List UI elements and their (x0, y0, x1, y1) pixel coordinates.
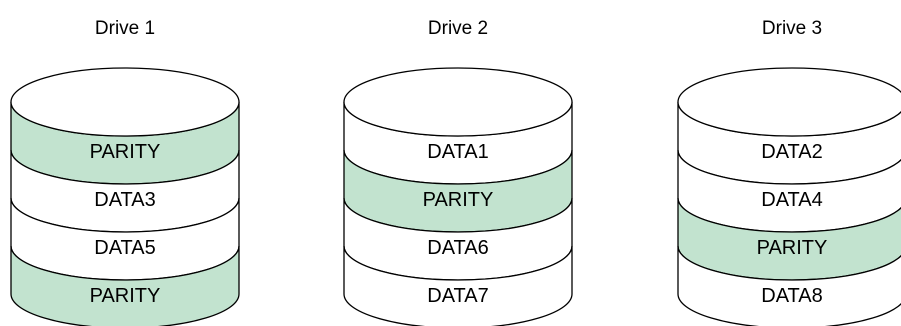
drive-title: Drive 2 (428, 18, 488, 39)
segment-label-parity: PARITY (90, 285, 161, 307)
segment-label-data8: DATA8 (761, 285, 823, 307)
segment-label-data1: DATA1 (427, 141, 489, 163)
segment-label-data6: DATA6 (427, 237, 489, 259)
segment-label-parity: PARITY (423, 189, 494, 211)
drive-top-cap (10, 67, 240, 137)
segment-label-parity: PARITY (90, 141, 161, 163)
segment-label-data4: DATA4 (761, 189, 823, 211)
drive-title: Drive 3 (762, 18, 822, 39)
segment-label-data3: DATA3 (94, 189, 156, 211)
drive-title: Drive 1 (95, 18, 155, 39)
drive-top-cap (343, 67, 573, 137)
segment-label-parity: PARITY (757, 237, 828, 259)
segment-label-data5: DATA5 (94, 237, 156, 259)
drive-top-cap (677, 67, 901, 137)
parity-segment (10, 245, 240, 326)
data-segment (677, 245, 901, 326)
segment-label-data7: DATA7 (427, 285, 489, 307)
segment-label-data2: DATA2 (761, 141, 823, 163)
data-segment (343, 245, 573, 326)
